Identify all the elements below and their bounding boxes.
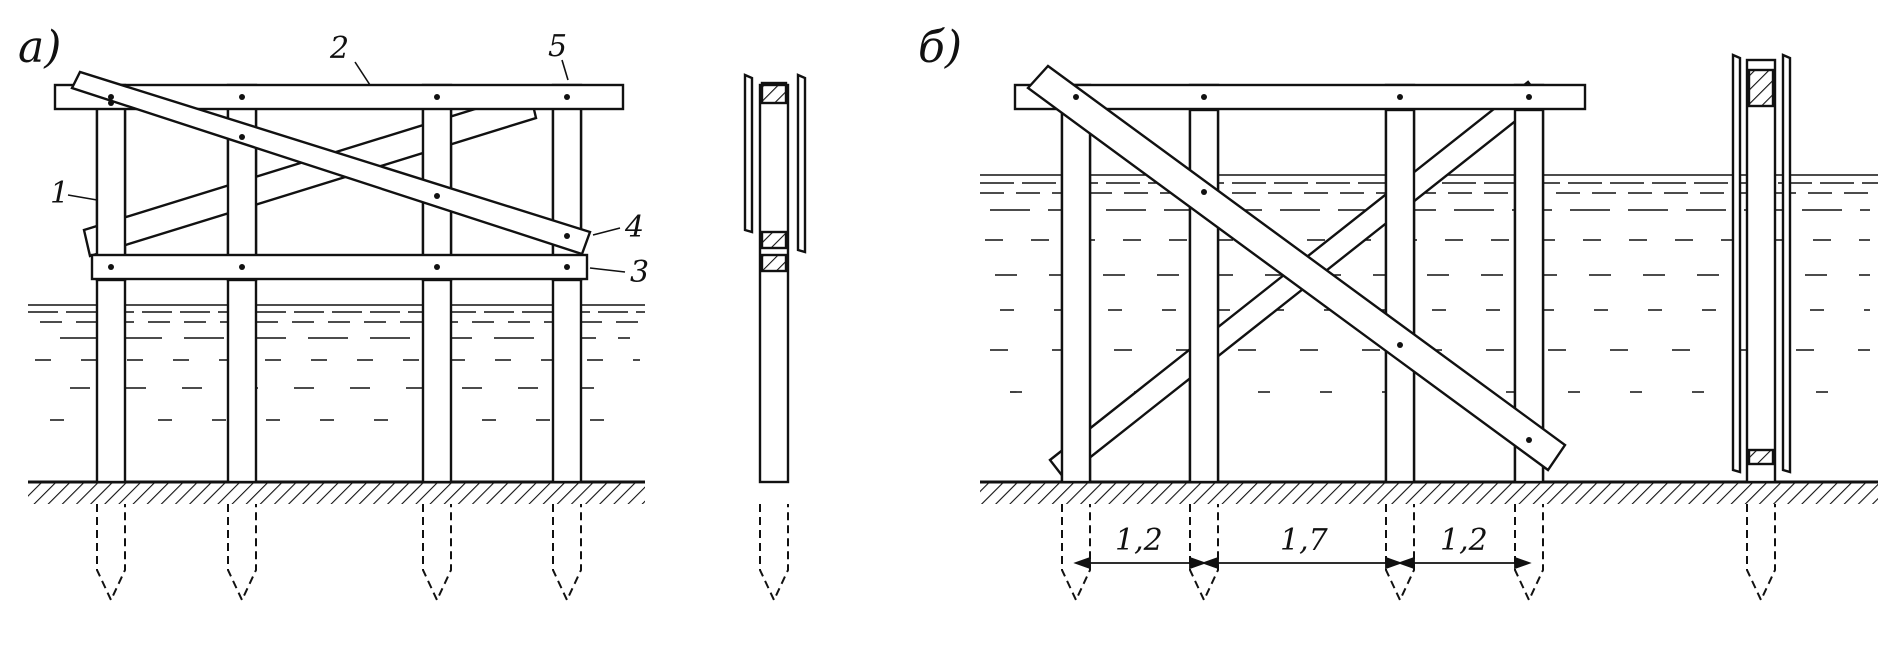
callout-4: 4	[624, 210, 644, 245]
labels: а) б) 1 2 3 4 5 1,2 1,7 1,2	[18, 22, 1488, 558]
callout-3: 3	[630, 255, 649, 290]
cap-beam-b	[1013, 83, 1587, 111]
bolts-a	[108, 94, 570, 270]
callout-5: 5	[548, 29, 567, 64]
callout-2: 2	[329, 31, 349, 66]
side-view-a	[743, 73, 807, 603]
panel-label-a: а)	[18, 22, 61, 73]
wale-beam-a	[90, 253, 589, 281]
panel-b	[980, 64, 1878, 603]
ground-a	[28, 480, 645, 504]
brace-front-b	[1026, 64, 1567, 472]
callout-1: 1	[50, 176, 69, 211]
dimension-2: 1,7	[1280, 523, 1329, 558]
bolts-b	[1073, 94, 1532, 443]
dimension-3: 1,2	[1440, 523, 1488, 558]
leaders-a	[67, 59, 626, 273]
piles-a	[95, 83, 583, 484]
brace-back-a	[82, 90, 538, 258]
brace-front-a	[70, 70, 592, 256]
panel-a	[28, 59, 645, 603]
side-view-b	[1731, 53, 1792, 603]
dimension-1: 1,2	[1115, 523, 1163, 558]
water-surface-a	[28, 304, 645, 421]
ground-b	[980, 480, 1878, 504]
pile-tips-b	[1061, 504, 1544, 603]
panel-label-b: б)	[918, 22, 962, 73]
pile-tips-a	[96, 504, 582, 603]
dimension-line-b	[1073, 556, 1532, 570]
